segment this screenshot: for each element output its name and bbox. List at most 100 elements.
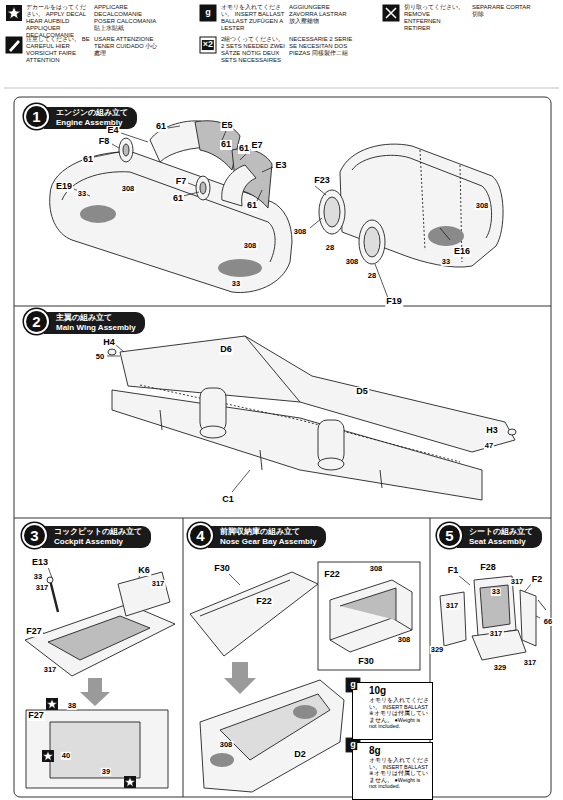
step-title: コックピットの組み立てCockpit Assembly <box>42 526 151 548</box>
legend-text: USARE ATTENZIONE TENER CUIDADO 小心處理 <box>94 36 158 57</box>
cockpit-parts <box>46 698 58 710</box>
leader-lines <box>440 228 450 240</box>
part-label: E7 <box>250 141 263 151</box>
main-wing <box>200 426 226 438</box>
nose-gear-bay <box>220 694 330 760</box>
part-label: F2 <box>531 575 544 585</box>
legend-icons <box>9 40 20 52</box>
engine-parts <box>428 226 464 246</box>
part-label: 317 <box>489 630 504 638</box>
part-label: 308 <box>475 202 490 210</box>
legend-icons <box>383 5 399 21</box>
part-label: F1 <box>447 566 460 576</box>
part-label: 47 <box>484 442 494 450</box>
engine-parts <box>324 197 340 227</box>
main-wing <box>160 410 382 488</box>
part-label: E16 <box>453 247 471 257</box>
step-title: シートの組み立てSeat Assembly <box>457 526 542 548</box>
leader-lines <box>228 573 240 585</box>
node-text: 4 <box>190 525 211 546</box>
part-label: F30 <box>357 657 375 667</box>
part-label: 329 <box>430 646 445 654</box>
step-number: 1 <box>24 104 49 129</box>
leader-lines <box>121 133 148 142</box>
part-label: 33 <box>231 280 241 288</box>
part-label: 308 <box>219 741 234 749</box>
part-label: 40 <box>61 752 71 760</box>
part-label: 308 <box>243 242 258 250</box>
nose-gear-bay <box>318 562 420 670</box>
node-text: エンジンの組み立て <box>56 108 129 118</box>
part-label: F22 <box>323 570 341 580</box>
frame <box>14 306 551 307</box>
seat-parts <box>480 585 510 628</box>
leader-lines <box>168 126 180 128</box>
node-text: Seat Assembly <box>469 537 534 547</box>
ballast-note: 10gオモリを入れてください。 INSERT BALLAST※オモリは付属してい… <box>352 682 433 740</box>
ballast-note: 8gオモリを入れてください。 INSERT BALLAST※オモリは付属していま… <box>352 742 433 800</box>
part-label: F23 <box>313 176 331 186</box>
legend-text: オモリを入れてください。 INSERT BALLAST BALLAST ZUFÜ… <box>221 4 285 32</box>
node-text: シートの組み立て <box>469 527 534 537</box>
part-label: 317 <box>35 584 50 592</box>
part-label: H3 <box>485 426 499 436</box>
cockpit-parts <box>48 616 150 660</box>
legend-icons <box>4 88 559 89</box>
engine-parts <box>196 176 210 200</box>
part-label: F27 <box>27 711 45 721</box>
step-number: 3 <box>22 523 47 548</box>
engine-parts <box>218 259 262 277</box>
node-text: 10g <box>369 685 429 697</box>
cockpit-parts <box>50 722 140 778</box>
legend-text: NECESSARIE 2 SERIE SE NECESITAN DOS PIEZ… <box>289 36 353 57</box>
step-number: 4 <box>188 523 213 548</box>
nose-gear-bay <box>200 680 344 792</box>
part-label: 61 <box>172 194 184 204</box>
cockpit-parts <box>80 678 110 706</box>
part-label: D6 <box>219 345 233 355</box>
legend-text: AGGIUNGERE ZAVORRA LASTRAR 放入壓艙物 <box>289 4 353 25</box>
part-label: g <box>204 8 212 18</box>
engine-parts <box>50 121 503 293</box>
part-label: 61 <box>220 140 232 150</box>
step-title: 前脚収納庫の組み立てNose Gear Bay Assembly <box>208 526 326 548</box>
engine-parts <box>222 165 256 206</box>
part-label: D5 <box>355 387 369 397</box>
leader-lines <box>42 126 540 752</box>
cockpit-parts <box>25 572 175 788</box>
part-label: 317 <box>151 580 166 588</box>
part-label: 317 <box>523 659 538 667</box>
part-label: 33 <box>33 573 43 581</box>
frame <box>14 518 551 519</box>
engine-parts <box>80 205 116 223</box>
nose-gear-bay <box>293 705 317 719</box>
main-wing <box>508 429 516 435</box>
step-title: エンジンの組み立てEngine Assembly <box>44 107 137 129</box>
part-label: 61 <box>155 122 167 132</box>
part-label: E4 <box>106 126 119 136</box>
main-wing <box>245 336 300 402</box>
legend-icons <box>4 5 559 88</box>
legend-icons <box>386 8 396 18</box>
leader-lines <box>188 183 196 186</box>
engine-parts <box>340 144 503 267</box>
engine-parts <box>200 182 206 194</box>
part-label: F8 <box>98 137 111 147</box>
cockpit-parts <box>47 577 53 583</box>
part-label: 61 <box>246 201 258 211</box>
cockpit-parts <box>25 604 175 676</box>
cockpit-parts <box>124 776 136 788</box>
part-label: 329 <box>493 664 508 672</box>
part-label: 308 <box>369 565 384 573</box>
step-number: 2 <box>24 309 49 334</box>
part-label: C1 <box>221 495 235 505</box>
legend-icons <box>200 37 216 53</box>
part-label: 38 <box>67 702 77 710</box>
part-label: E3 <box>274 161 287 171</box>
engine-parts <box>119 138 133 162</box>
nose-gear-bay <box>340 588 396 620</box>
part-label: 66 <box>543 618 553 626</box>
node-text: ※オモリは付属していません。 ●Weight is not included. <box>369 770 429 790</box>
leader-lines <box>94 152 119 157</box>
